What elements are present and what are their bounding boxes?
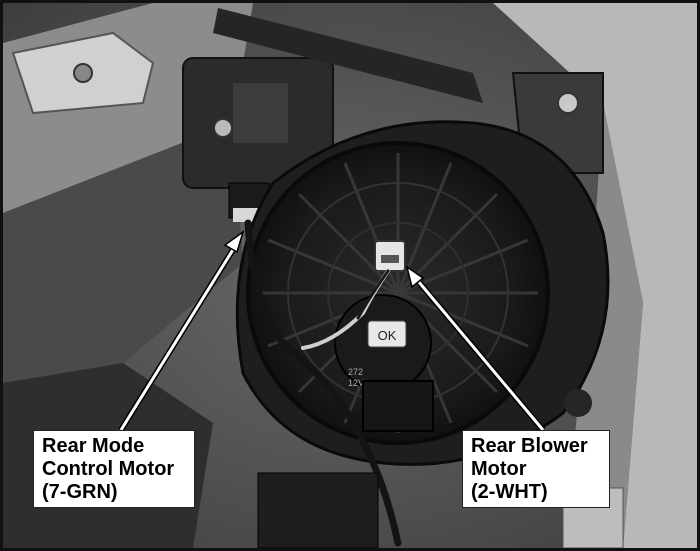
mode-control-motor xyxy=(182,57,334,222)
motor-voltage: 12V xyxy=(348,378,364,388)
motor-label-ok: OK xyxy=(378,328,397,343)
callout-rear-mode-control-motor: Rear Mode Control Motor (7-GRN) xyxy=(33,430,195,508)
callout-line: Control Motor xyxy=(42,458,175,480)
callout-line: (7-GRN) xyxy=(42,481,118,503)
blower-connector xyxy=(374,240,406,272)
callout-line: Rear Mode xyxy=(42,435,145,457)
wire-harness xyxy=(244,219,402,547)
top-hose xyxy=(213,8,483,103)
motor-code: 272 xyxy=(348,367,363,377)
right-panel xyxy=(493,3,697,548)
callout-line: Rear Blower xyxy=(471,435,588,457)
callout-line: (2-WHT) xyxy=(471,481,548,503)
callout-rear-blower-motor: Rear Blower Motor (2-WHT) xyxy=(462,430,610,508)
upper-left-bracket xyxy=(11,31,155,115)
callout-line: Motor xyxy=(471,458,527,480)
